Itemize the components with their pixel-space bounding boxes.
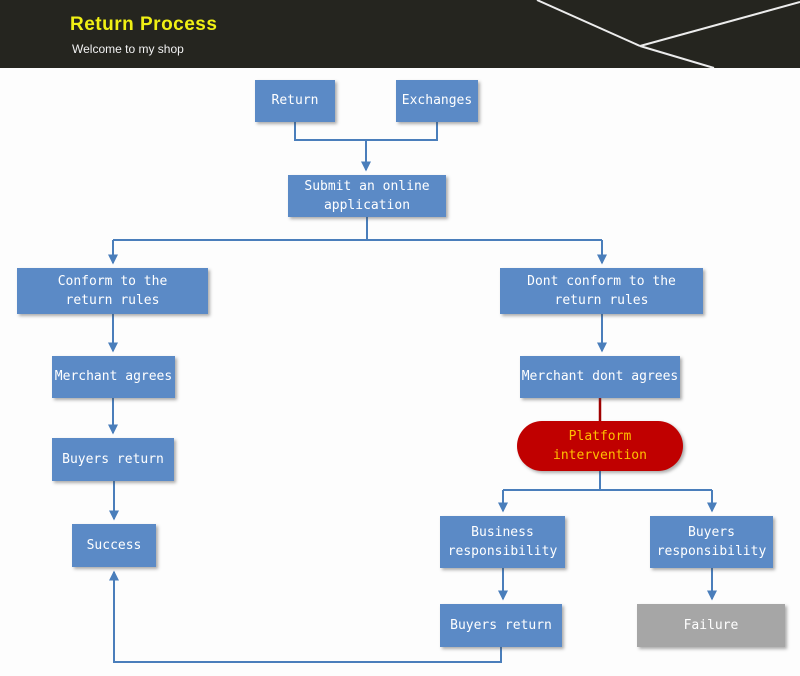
deco-line-3 xyxy=(639,45,715,68)
header: Return Process Welcome to my shop xyxy=(0,0,800,68)
node-failure: Failure xyxy=(637,604,785,647)
node-business-responsibility: Business responsibility xyxy=(440,516,565,568)
node-buyers-return-right: Buyers return xyxy=(440,604,562,647)
node-submit-application: Submit an online application xyxy=(288,175,446,217)
node-conform-rules: Conform to the return rules xyxy=(17,268,208,314)
node-buyers-responsibility: Buyers responsibility xyxy=(650,516,773,568)
deco-line-2 xyxy=(639,1,800,47)
header-decoration-lines xyxy=(536,0,800,68)
deco-line-1 xyxy=(536,0,641,47)
node-success: Success xyxy=(72,524,156,567)
node-exchanges: Exchanges xyxy=(396,80,478,122)
node-merchant-agrees: Merchant agrees xyxy=(52,356,175,398)
node-platform-intervention: Platform intervention xyxy=(517,421,683,471)
connector-merge-top xyxy=(294,122,438,141)
page-title: Return Process xyxy=(70,14,218,35)
feedback-line-to-success xyxy=(109,570,502,663)
node-return: Return xyxy=(255,80,335,122)
page-subtitle: Welcome to my shop xyxy=(72,42,184,56)
node-buyers-return-left: Buyers return xyxy=(52,438,174,481)
node-merchant-dont-agrees: Merchant dont agrees xyxy=(520,356,680,398)
node-dont-conform-rules: Dont conform to the return rules xyxy=(500,268,703,314)
